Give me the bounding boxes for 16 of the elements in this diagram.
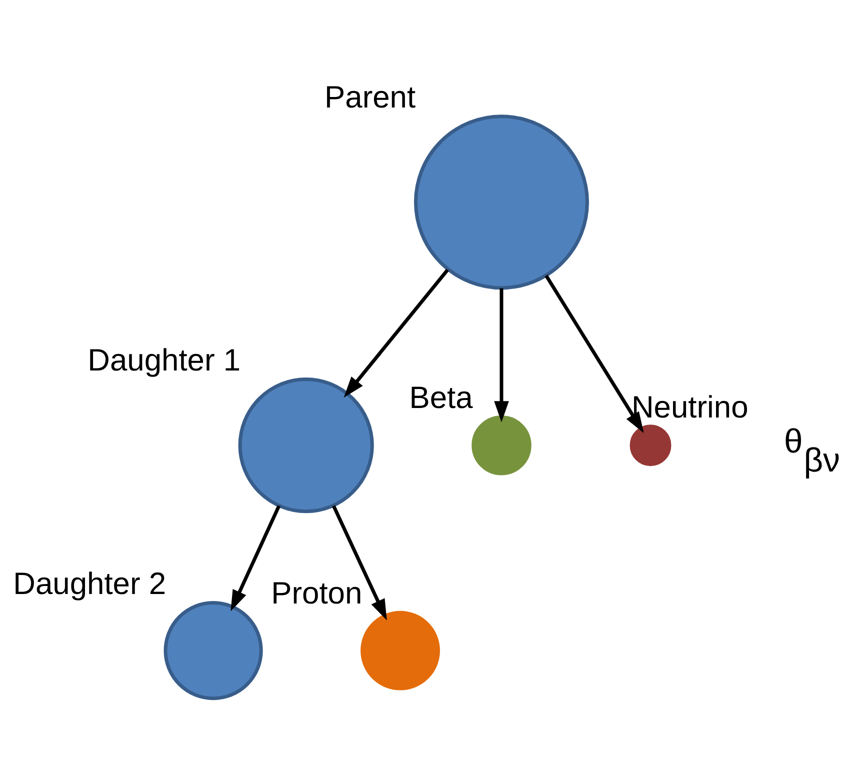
node-label: Parent <box>324 78 416 114</box>
node-circle <box>164 600 263 700</box>
node-circle <box>414 114 589 290</box>
node-circle <box>630 424 672 466</box>
arrow <box>332 504 387 620</box>
arrow <box>494 288 509 422</box>
node-label: Neutrino <box>631 388 748 424</box>
node-circle <box>472 414 532 475</box>
arrow <box>344 268 449 398</box>
arrow <box>544 274 644 433</box>
node-label: Proton <box>271 575 362 610</box>
node-circle <box>360 610 440 690</box>
node-label: Beta <box>409 380 473 415</box>
arrow <box>230 504 281 611</box>
node-label: Daughter 1 <box>88 342 241 377</box>
node-label: Daughter 2 <box>13 565 166 600</box>
